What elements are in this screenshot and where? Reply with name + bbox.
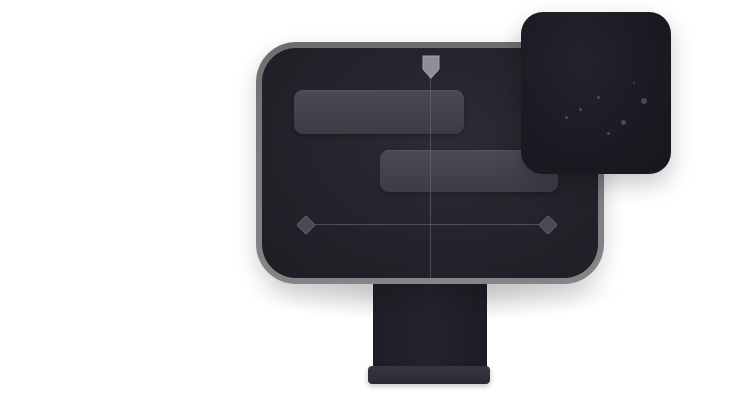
monitor-base (368, 366, 490, 384)
particle-dot (597, 96, 600, 99)
particle-dot (579, 108, 582, 111)
monitor-stand (373, 282, 487, 370)
keyframe-diamond-icon (538, 215, 558, 235)
floating-card (521, 12, 671, 174)
keyframe-track (304, 224, 550, 225)
particle-dot (565, 116, 568, 119)
particle-dot (621, 120, 626, 125)
playhead-line (430, 66, 431, 278)
particle-dot (607, 132, 610, 135)
timeline-clip-1 (294, 90, 464, 134)
playhead-marker-icon (422, 55, 440, 79)
particle-dot (633, 82, 635, 84)
particle-dot (641, 98, 647, 104)
keyframe-diamond-icon (296, 215, 316, 235)
